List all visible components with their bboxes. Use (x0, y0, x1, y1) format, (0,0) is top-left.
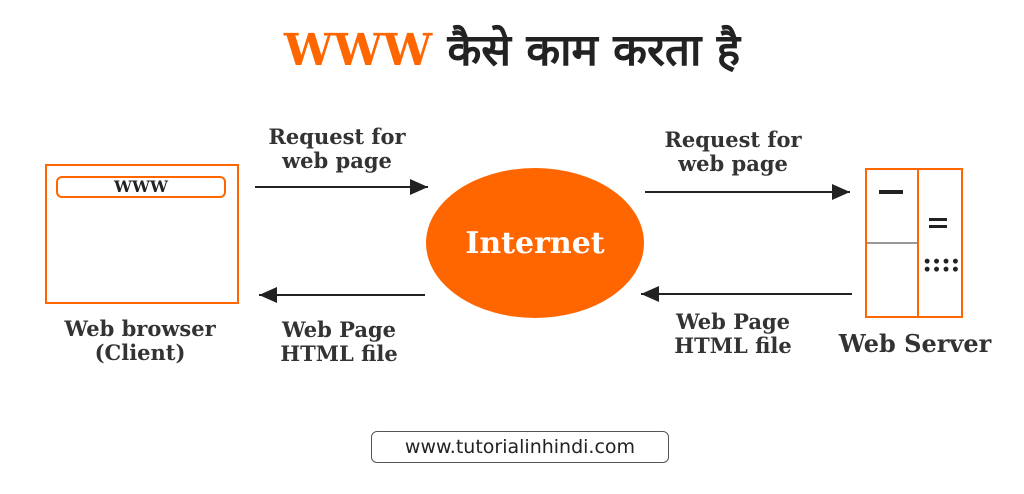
browser-label-line1: Web browser (64, 316, 216, 341)
site-url-badge[interactable]: www.tutorialinhindi.com (371, 431, 669, 463)
server-dots-icon: ∙∙∙∙∙∙∙∙ (923, 254, 961, 278)
right-response-line1: Web Page (675, 309, 791, 334)
right-response-label: Web Page HTML file (643, 310, 823, 358)
left-response-label: Web Page HTML file (250, 318, 428, 366)
server-divider-vertical (917, 170, 919, 316)
page-title: WWW कैसे काम करता है (0, 18, 1024, 78)
web-server-icon: ∙∙∙∙∙∙∙∙ (865, 168, 963, 318)
server-equals-icon-bar (929, 225, 947, 228)
address-bar: WWW (56, 176, 226, 198)
web-browser-window: WWW (45, 164, 239, 304)
right-request-label: Request for web page (643, 128, 823, 176)
server-dash-icon (879, 190, 903, 194)
browser-label: Web browser (Client) (40, 317, 240, 365)
left-request-label: Request for web page (248, 125, 426, 173)
title-rest: कैसे काम करता है (432, 25, 741, 76)
title-accent: WWW (283, 25, 433, 76)
left-response-line2: HTML file (280, 341, 398, 366)
right-request-line1: Request for (664, 127, 802, 152)
right-request-line2: web page (678, 151, 788, 176)
browser-label-line2: (Client) (94, 340, 186, 365)
left-request-line2: web page (282, 148, 392, 173)
server-divider-horizontal (867, 242, 917, 244)
server-equals-icon (929, 218, 947, 221)
left-request-line1: Request for (268, 124, 406, 149)
left-response-line1: Web Page (281, 317, 397, 342)
right-response-line2: HTML file (674, 333, 792, 358)
server-label: Web Server (838, 329, 992, 358)
internet-cloud: Internet (426, 168, 644, 318)
internet-label: Internet (465, 225, 605, 261)
